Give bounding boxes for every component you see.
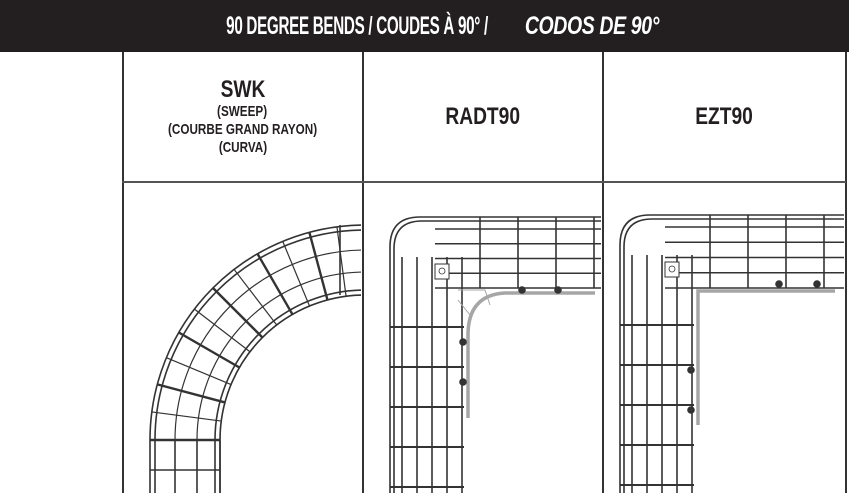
tray-outline [619, 214, 844, 493]
column-divider [602, 52, 604, 493]
rung [308, 232, 329, 301]
connector-clamp [434, 263, 450, 280]
product-code: RADT90 [445, 102, 520, 130]
rung [166, 357, 232, 386]
rung [256, 253, 294, 316]
column-divider [362, 52, 364, 493]
header-swk: SWK (SWEEP) (COURBE GRAND RAYON) (CURVA) [123, 52, 362, 181]
bends-table: SWK (SWEEP) (COURBE GRAND RAYON) (CURVA)… [0, 52, 849, 493]
swk-sweep-drawing [149, 224, 361, 493]
bolt [554, 286, 562, 294]
product-subtitle: (COURBE GRAND RAYON) [167, 120, 318, 138]
wire-line [219, 294, 361, 441]
tray-outline [623, 218, 844, 493]
bolt [518, 286, 526, 294]
product-subtitle: (CURVA) [218, 138, 267, 156]
radt90-splice-plate [466, 291, 595, 418]
bolt-hole [668, 265, 676, 273]
rung [178, 331, 241, 369]
bolt [459, 338, 467, 346]
rung [194, 308, 251, 353]
ezt90-splice-plate [696, 289, 835, 425]
rung [336, 226, 347, 297]
bolt [459, 378, 467, 386]
radt90-drawing [389, 216, 601, 493]
product-code: EZT90 [695, 102, 753, 130]
column-divider [122, 52, 124, 493]
wire-line [174, 249, 361, 441]
header-radt90: RADT90 [363, 52, 602, 181]
ezt90-drawing [619, 214, 844, 493]
bolt [687, 406, 695, 414]
connector-clamp [664, 261, 680, 278]
rung [212, 287, 264, 339]
title-italic: CODOS DE 90° [525, 11, 660, 40]
column-divider [845, 52, 847, 493]
product-code: SWK [220, 75, 265, 103]
table-title-banner: 90 DEGREE BENDS / COUDES À 90° / CODOS D… [0, 0, 849, 52]
rung [151, 411, 222, 422]
row-divider [122, 181, 846, 183]
rung [282, 241, 311, 307]
rung [157, 383, 226, 404]
product-subtitle: (SWEEP) [217, 102, 268, 120]
tray-outline [389, 216, 601, 493]
title-main: 90 DEGREE BENDS / COUDES À 90° / [226, 11, 489, 40]
header-ezt90: EZT90 [603, 52, 845, 181]
tray-outline [393, 220, 601, 493]
bolt [813, 280, 821, 288]
plate-edge [457, 289, 491, 316]
bolt [687, 366, 695, 374]
bolt-hole [438, 267, 446, 275]
bolt [775, 280, 783, 288]
rung [233, 269, 278, 326]
